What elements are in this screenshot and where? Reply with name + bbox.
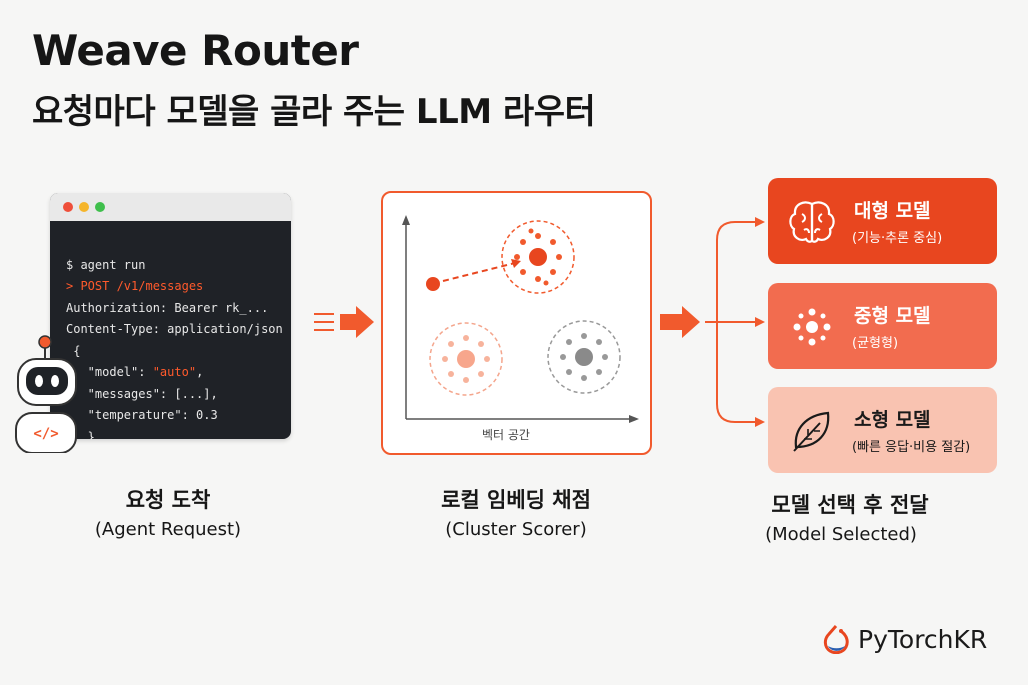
terminal-title-bar — [50, 193, 291, 221]
close-dot-icon — [63, 202, 73, 212]
step-1-label: 요청 도착 — [125, 488, 211, 512]
model-card-large: 대형 모델 (기능·추론 중심) — [768, 178, 997, 264]
step-3-sub: (Model Selected) — [765, 524, 917, 545]
brand-logo: PyTorchKR — [822, 624, 987, 654]
model-name: 소형 모델 — [854, 409, 931, 431]
terminal-key: "model": — [66, 365, 153, 379]
model-name: 대형 모델 — [854, 200, 931, 222]
terminal-line: } — [66, 429, 95, 440]
step-2-label: 로컬 임베딩 채점 — [441, 488, 591, 512]
terminal-line: "messages": [...], — [66, 386, 218, 401]
step-1-sub: (Agent Request) — [94, 519, 242, 540]
brain-icon — [789, 201, 835, 243]
leaf-icon — [793, 411, 830, 452]
step-2-sub: (Cluster Scorer) — [445, 519, 587, 540]
terminal-line: Content-Type: application/json — [66, 322, 283, 336]
model-card-small: 소형 모델 (빠른 응답·비용 절감) — [768, 387, 997, 473]
svg-text:</>: </> — [33, 426, 58, 442]
page-title: Weave Router — [32, 26, 359, 75]
maximize-dot-icon — [95, 202, 105, 212]
terminal-line: "model": "auto", — [66, 362, 291, 384]
model-desc: (기능·추론 중심) — [852, 231, 943, 246]
flow-arrow-1-icon — [314, 306, 374, 338]
terminal-line: "temperature": 0.3 — [66, 408, 218, 422]
pytorch-flame-icon — [823, 625, 849, 654]
terminal-suffix: , — [196, 365, 204, 379]
routing-arrows-icon — [660, 217, 765, 427]
model-desc: (빠른 응답·비용 절감) — [852, 440, 971, 455]
brand-name: PyTorchKR — [858, 624, 988, 654]
model-desc: (균형형) — [852, 336, 899, 351]
terminal-line: { — [66, 343, 81, 358]
step-3-label: 모델 선택 후 전달 — [771, 493, 929, 517]
terminal-line: > POST /v1/messages — [66, 279, 204, 293]
cluster-scorer-panel — [381, 191, 652, 455]
terminal-value: "auto" — [152, 365, 197, 379]
model-name: 중형 모델 — [854, 305, 931, 327]
terminal-line: Authorization: Bearer rk_... — [66, 300, 269, 315]
terminal-line: $ agent run — [66, 257, 146, 272]
vector-space-plot — [402, 215, 639, 423]
vector-space-axis-label: 벡터 공간 — [482, 428, 530, 442]
robot-agent-icon: </> — [15, 335, 77, 453]
dots-cluster-icon — [793, 308, 831, 346]
model-card-medium: 중형 모델 (균형형) — [768, 283, 997, 369]
minimize-dot-icon — [79, 202, 89, 212]
page-subtitle: 요청마다 모델을 골라 주는 LLM 라우터 — [32, 92, 596, 132]
